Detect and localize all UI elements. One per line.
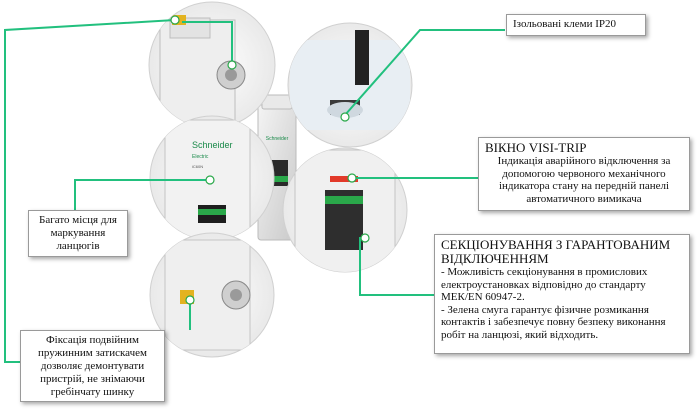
device-model: iC60N xyxy=(192,164,203,169)
device-brand-sub: Electric xyxy=(192,154,209,160)
callout-fixation-text: Фіксація подвійним пружинним затискачем … xyxy=(38,334,147,398)
device-brand-large: Schneider xyxy=(192,140,233,150)
callout-visi-trip-title: ВІКНО VISI-TRIP xyxy=(485,140,587,155)
callout-sectioning-line1: - Можливість секціонування в промислових… xyxy=(441,266,648,303)
callout-marking-text: Багато місця для маркування ланцюгів xyxy=(39,214,117,252)
callout-ip20-text: Ізольовані клеми IP20 xyxy=(513,18,617,30)
detail-circle-screwdriver xyxy=(287,22,413,148)
callout-visi-trip-body: Індикація аварійного відключення за допо… xyxy=(497,155,671,205)
leader-marking xyxy=(74,179,210,215)
leader-ip20 xyxy=(182,21,233,65)
detail-circle-indicator xyxy=(282,147,408,273)
callout-fixation: Фіксація подвійним пружинним затискачем … xyxy=(20,330,165,402)
callout-sectioning-title: СЕКЦІОНУВАННЯ З ГАРАНТОВАНИМ ВІДКЛЮЧЕННЯ… xyxy=(441,237,671,266)
callout-ip20: Ізольовані клеми IP20 xyxy=(506,14,646,36)
callout-visi-trip: ВІКНО VISI-TRIP Індикація аварійного від… xyxy=(478,137,690,211)
callout-marking: Багато місця для маркування ланцюгів xyxy=(28,210,128,257)
callout-sectioning: СЕКЦІОНУВАННЯ З ГАРАНТОВАНИМ ВІДКЛЮЧЕННЯ… xyxy=(434,234,690,354)
detail-circle-fixation xyxy=(149,232,275,358)
leader-screwdriver xyxy=(344,29,505,116)
callout-sectioning-line2: - Зелена смуга гарантує фізичне розмикан… xyxy=(441,303,666,341)
leader-dots xyxy=(170,15,370,305)
device-brand: Schneider xyxy=(266,136,289,142)
leader-lines xyxy=(4,19,505,363)
leader-left-frame xyxy=(4,19,176,363)
